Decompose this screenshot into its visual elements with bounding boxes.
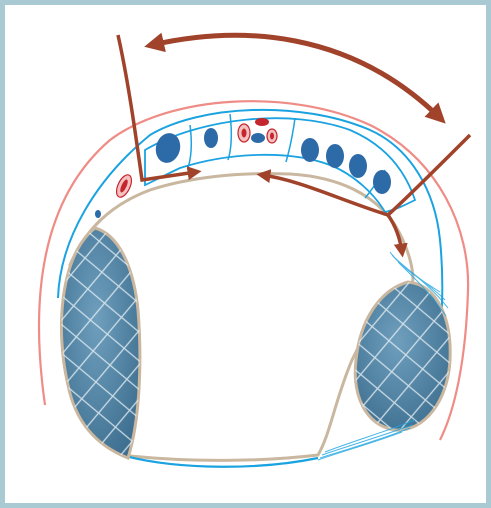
nucleus — [301, 138, 319, 162]
nucleus — [373, 170, 391, 194]
nucleus — [95, 210, 101, 218]
left-cartilage — [61, 228, 139, 458]
nucleus — [326, 144, 344, 168]
nucleus — [251, 133, 265, 143]
nucleus — [204, 128, 218, 148]
nucleus — [349, 154, 367, 178]
